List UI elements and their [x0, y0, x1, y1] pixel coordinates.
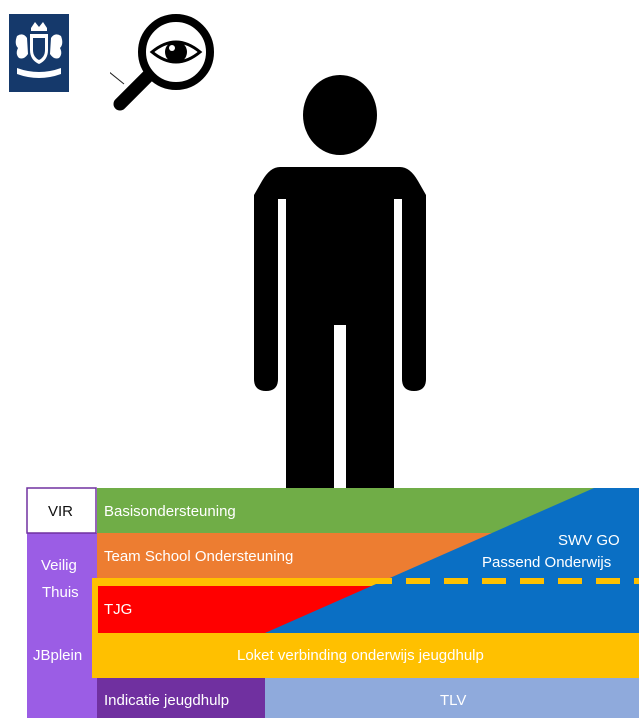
indicatie-band: [97, 678, 265, 718]
swv-triangle: [265, 488, 639, 633]
vir-label: VIR: [48, 503, 74, 520]
coat-of-arms-icon: [9, 14, 69, 92]
person-icon: [250, 75, 430, 488]
tlv-label: TLV: [440, 692, 467, 709]
swv-label-line1: SWV GO: [558, 532, 620, 549]
veilig-label: Veilig: [41, 557, 77, 574]
magnifier-eye-icon: [71, 12, 225, 112]
basisondersteuning-label: Basisondersteuning: [104, 503, 236, 520]
jbplein-label: JBplein: [33, 647, 83, 664]
thuis-label: Thuis: [42, 584, 79, 601]
swv-label-line2: Passend Onderwijs: [482, 554, 612, 571]
vir-box: [26, 487, 97, 534]
tjg-label: TJG: [104, 601, 133, 618]
team-school-label: Team School Ondersteuning: [104, 548, 294, 565]
veilig-thuis-column: [27, 533, 97, 718]
loket-label: Loket verbinding onderwijs jeugdhulp: [237, 647, 484, 664]
tlv-band: [265, 678, 639, 718]
indicatie-label: Indicatie jeugdhulp: [104, 692, 230, 709]
